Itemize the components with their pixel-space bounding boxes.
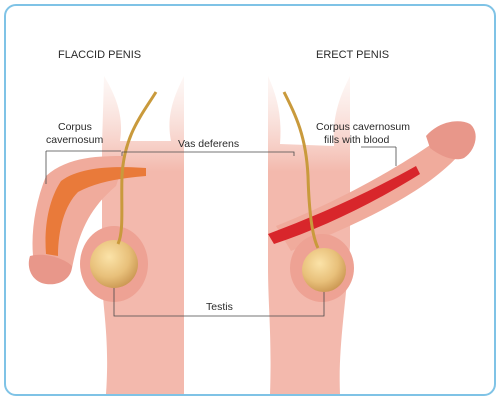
flaccid-glans — [28, 254, 72, 285]
corpus-right-label-line1: Corpus cavernosum — [316, 121, 410, 133]
erect-title: ERECT PENIS — [316, 49, 389, 61]
erect-figure — [268, 76, 476, 394]
corpus-right-leader — [361, 146, 397, 166]
flaccid-testis — [90, 240, 138, 288]
corpus-left-leader — [45, 150, 121, 184]
flaccid-vas-deferens — [116, 91, 158, 245]
anatomy-diagram: FLACCID PENIS ERECT PENIS Corpus caverno… — [28, 49, 476, 394]
testis-label: Testis — [206, 301, 233, 313]
erect-corpus-cavernosum — [268, 166, 420, 244]
flaccid-torso — [102, 76, 184, 394]
annotation-lines — [45, 146, 397, 317]
vas-deferens-label: Vas deferens — [178, 138, 239, 150]
flaccid-title: FLACCID PENIS — [58, 49, 141, 61]
flaccid-figure — [28, 76, 184, 394]
erect-testis — [302, 248, 346, 292]
diagram-frame: FLACCID PENIS ERECT PENIS Corpus caverno… — [4, 4, 496, 396]
erect-glans — [426, 121, 476, 160]
flaccid-corpus-cavernosum — [45, 167, 146, 256]
corpus-left-label-line1: Corpus — [58, 121, 92, 133]
erect-vas-deferens — [282, 91, 320, 249]
corpus-left-label-line2: cavernosum — [46, 134, 103, 146]
corpus-right-label-line2: fills with blood — [324, 134, 390, 146]
testis-leader — [113, 288, 325, 317]
vas-deferens-leader — [121, 151, 295, 156]
